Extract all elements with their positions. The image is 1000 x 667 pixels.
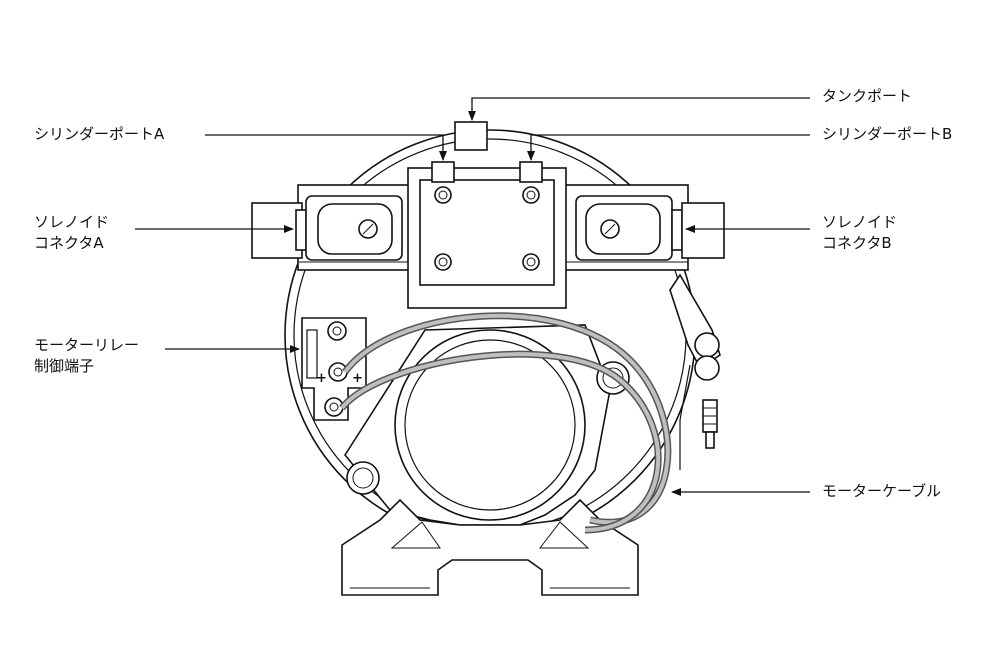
flange-bolt-left bbox=[346, 461, 380, 495]
terminal-plus-right: + bbox=[352, 371, 363, 386]
manifold-bolt bbox=[522, 253, 540, 271]
shaft-boss bbox=[394, 329, 586, 521]
pressure-fitting bbox=[702, 399, 718, 449]
label-tank-port: タンクポート bbox=[822, 87, 913, 105]
label-solenoid-b-line2: コネクタB bbox=[822, 234, 892, 252]
label-solenoid-b-line1: ソレノイド bbox=[822, 213, 898, 231]
manifold-bolt bbox=[434, 186, 452, 204]
label-cylinder-port-a: シリンダーポートA bbox=[34, 125, 165, 143]
label-cylinder-port-b: シリンダーポートB bbox=[822, 125, 953, 143]
label-motor-cable: モーターケーブル bbox=[822, 482, 942, 500]
solenoid-connector-a bbox=[251, 195, 403, 261]
manifold-plate bbox=[407, 161, 567, 309]
label-solenoid-a-line1: ソレノイド bbox=[34, 213, 110, 231]
leader-cylinder-port-b bbox=[527, 134, 810, 161]
label-relay-line2: 制御端子 bbox=[34, 357, 95, 375]
manifold-bolt bbox=[434, 253, 452, 271]
label-solenoid-a-line2: コネクタA bbox=[34, 234, 104, 252]
solenoid-connector-b bbox=[575, 195, 725, 261]
motor-base bbox=[341, 498, 639, 596]
label-relay-line1: モーターリレー bbox=[34, 336, 140, 354]
tank-port bbox=[454, 121, 488, 151]
side-bracket bbox=[669, 273, 721, 470]
motor-cable bbox=[339, 312, 672, 534]
manifold-bolt bbox=[522, 186, 540, 204]
terminal-plus-left: + bbox=[316, 371, 327, 386]
motor-relay-terminal bbox=[301, 317, 367, 421]
leader-cylinder-port-a bbox=[205, 134, 447, 161]
leader-tank-port bbox=[468, 97, 810, 121]
